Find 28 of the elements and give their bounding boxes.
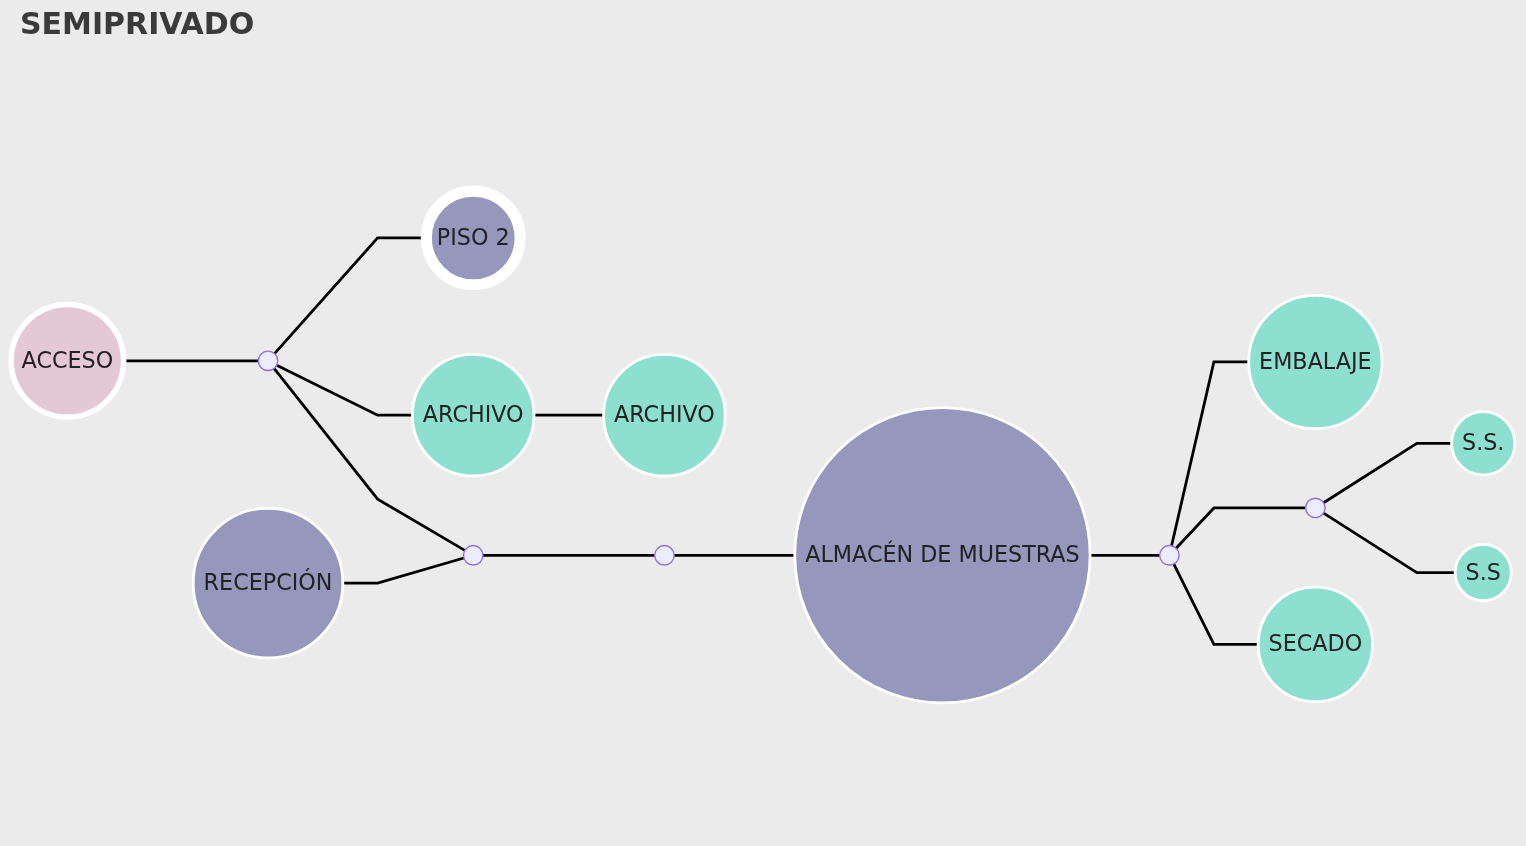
connector <box>1090 553 1160 557</box>
connector <box>1172 563 1259 646</box>
node-circle: PISO 2 <box>420 185 526 291</box>
connector <box>1175 506 1306 550</box>
connector <box>482 553 655 557</box>
node-circle: SECADO <box>1256 585 1374 704</box>
node-circle: EMBALAJE <box>1247 293 1384 431</box>
title: SEMIPRIVADO <box>20 6 255 41</box>
connector <box>276 363 413 417</box>
connector <box>1322 512 1456 574</box>
connector <box>342 556 465 585</box>
node-circle: ACCESO <box>8 301 127 420</box>
node-circle: RECEPCIÓN <box>191 506 345 660</box>
node-circle: S.S. <box>1450 410 1517 477</box>
node-circle <box>257 350 279 372</box>
node-circle <box>1158 544 1180 566</box>
node-circle <box>1304 497 1326 519</box>
connector <box>674 553 795 557</box>
node-circle <box>462 544 484 566</box>
connector <box>534 413 604 417</box>
node-circle: S.S <box>1453 543 1513 603</box>
connector <box>1170 360 1249 547</box>
node-circle: ARCHIVO <box>602 352 727 478</box>
node-circle: ARCHIVO <box>411 352 536 478</box>
connector <box>272 367 466 552</box>
connector <box>1322 441 1452 504</box>
node-circle: ALMACÉN DE MUESTRAS <box>793 406 1092 705</box>
node-circle <box>654 544 675 566</box>
